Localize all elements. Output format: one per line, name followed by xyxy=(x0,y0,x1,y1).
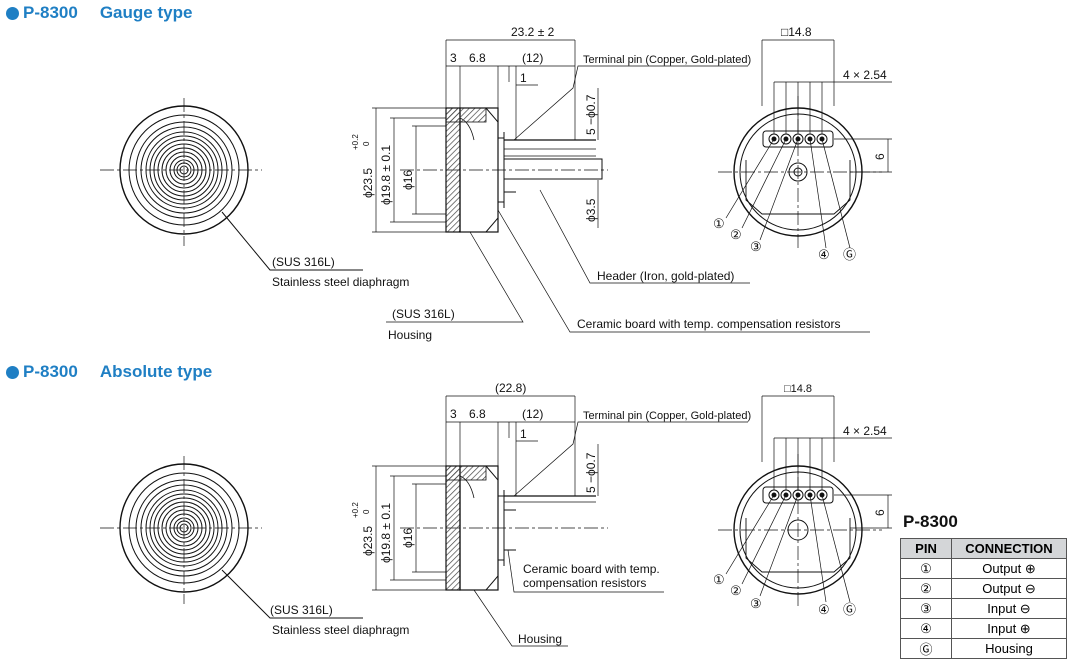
absolute-housing-label: Housing xyxy=(518,632,562,646)
pin-cell: ④ xyxy=(900,618,952,639)
pin-table-title: P-8300 xyxy=(903,512,958,531)
table-row: ② Output ⊖ xyxy=(900,578,1067,599)
connection-cell: Input ⊕ xyxy=(951,618,1067,639)
absolute-dim-1: 1 xyxy=(520,427,527,441)
type-name: Gauge type xyxy=(99,3,193,22)
table-row: Ⓖ Housing xyxy=(900,638,1067,659)
gauge-ceramic-label: Ceramic board with temp. compensation re… xyxy=(577,317,840,331)
absolute-ceramic-label-1: Ceramic board with temp. xyxy=(523,562,660,576)
gauge-side-view xyxy=(372,39,870,333)
gauge-dim-12: (12) xyxy=(522,51,543,65)
absolute-pin-3: ③ xyxy=(750,596,762,611)
table-row: ③ Input ⊖ xyxy=(900,598,1067,619)
pin-table-header-pin: PIN xyxy=(900,538,952,559)
gauge-dim-3: 3 xyxy=(450,51,457,65)
gauge-dim-header: ϕ3.5 xyxy=(584,198,598,222)
absolute-dim-outer-tol-minus: 0 xyxy=(362,509,371,514)
pin-table: PIN CONNECTION ① Output ⊕ ② Output ⊖ ③ I… xyxy=(900,538,1067,659)
absolute-front-view xyxy=(100,456,363,619)
absolute-dim-12: (12) xyxy=(522,407,543,421)
gauge-dim-mid: ϕ19.8 ± 0.1 xyxy=(379,145,393,205)
absolute-pin-g: Ⓖ xyxy=(843,602,856,617)
connection-cell: Input ⊖ xyxy=(951,598,1067,619)
gauge-pin-1: ① xyxy=(713,216,725,231)
pin-cell: ① xyxy=(900,558,952,579)
pin-table-header-row: PIN CONNECTION xyxy=(900,538,1067,559)
section-heading-absolute: P-8300 Absolute type xyxy=(6,362,212,382)
pin-cell: Ⓖ xyxy=(900,638,952,659)
gauge-dim-outer-tol-minus: 0 xyxy=(362,141,371,146)
gauge-dim-outer: ϕ23.5 xyxy=(361,168,375,198)
absolute-dim-3: 3 xyxy=(450,407,457,421)
absolute-diaphragm-material: (SUS 316L) xyxy=(270,603,333,617)
absolute-pin-1: ① xyxy=(713,572,725,587)
absolute-dim-inner: ϕ16 xyxy=(401,528,415,548)
bullet-dot-icon xyxy=(6,365,19,379)
absolute-terminal-label: Terminal pin (Copper, Gold-plated) xyxy=(583,410,751,422)
absolute-dim-pin: 5 −ϕ0.7 xyxy=(584,452,598,493)
gauge-dim-inner: ϕ16 xyxy=(401,170,415,190)
absolute-rear-view xyxy=(718,395,892,608)
type-name: Absolute type xyxy=(99,362,213,381)
absolute-dim-square: □14.8 xyxy=(784,383,812,395)
gauge-dim-outer-tol-plus: +0.2 xyxy=(351,134,360,150)
gauge-dim-square: □14.8 xyxy=(781,25,812,39)
connection-cell: Output ⊖ xyxy=(951,578,1067,599)
gauge-diaphragm-label: Stainless steel diaphragm xyxy=(272,275,409,289)
absolute-dim-offset: 6 xyxy=(873,509,887,516)
gauge-header-label: Header (Iron, gold-plated) xyxy=(597,269,734,283)
model-name: P-8300 xyxy=(23,362,78,381)
absolute-ceramic-label-2: compensation resistors xyxy=(523,576,646,590)
section-heading-gauge: P-8300 Gauge type xyxy=(6,3,192,23)
gauge-rear-view xyxy=(718,39,892,250)
gauge-dim-pitch: 4 × 2.54 xyxy=(843,68,887,82)
pin-cell: ③ xyxy=(900,598,952,619)
absolute-dim-overall: (22.8) xyxy=(495,381,526,395)
gauge-front-view xyxy=(100,98,363,271)
absolute-diaphragm-label: Stainless steel diaphragm xyxy=(272,623,409,637)
table-row: ① Output ⊕ xyxy=(900,558,1067,579)
table-row: ④ Input ⊕ xyxy=(900,618,1067,639)
gauge-dim-pin: 5 −ϕ0.7 xyxy=(584,94,598,135)
gauge-pin-g: Ⓖ xyxy=(843,247,856,262)
absolute-dim-outer: ϕ23.5 xyxy=(361,526,375,556)
gauge-pin-3: ③ xyxy=(750,239,762,254)
model-name: P-8300 xyxy=(23,3,78,22)
absolute-pin-4: ④ xyxy=(818,602,830,617)
bullet-dot-icon xyxy=(6,6,19,20)
absolute-dim-pitch: 4 × 2.54 xyxy=(843,424,887,438)
gauge-diaphragm-material: (SUS 316L) xyxy=(272,255,335,269)
gauge-dim-1: 1 xyxy=(520,71,527,85)
absolute-side-view xyxy=(372,395,748,647)
absolute-dim-6-8: 6.8 xyxy=(469,407,486,421)
gauge-dim-offset: 6 xyxy=(873,153,887,160)
gauge-dim-overall: 23.2 ± 2 xyxy=(511,25,555,39)
gauge-dim-6-8: 6.8 xyxy=(469,51,486,65)
connection-cell: Output ⊕ xyxy=(951,558,1067,579)
connection-cell: Housing xyxy=(951,638,1067,659)
gauge-housing-label: Housing xyxy=(388,328,432,342)
gauge-terminal-label: Terminal pin (Copper, Gold-plated) xyxy=(583,54,751,66)
pin-table-header-connection: CONNECTION xyxy=(951,538,1067,559)
absolute-pin-2: ② xyxy=(730,583,742,598)
absolute-dim-mid: ϕ19.8 ± 0.1 xyxy=(379,503,393,563)
gauge-pin-2: ② xyxy=(730,227,742,242)
absolute-dim-outer-tol-plus: +0.2 xyxy=(351,502,360,518)
gauge-pin-4: ④ xyxy=(818,247,830,262)
gauge-housing-material: (SUS 316L) xyxy=(392,307,455,321)
pin-cell: ② xyxy=(900,578,952,599)
